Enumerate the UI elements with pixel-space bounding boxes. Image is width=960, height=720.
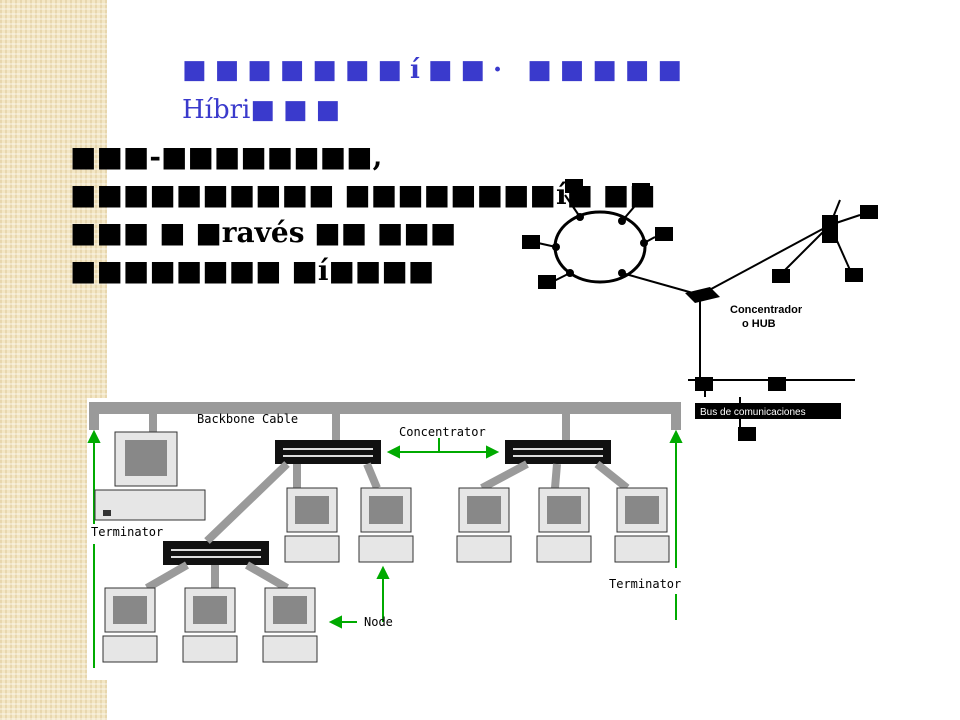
backbone-label: Backbone Cable	[197, 412, 298, 426]
body-line-3: ■■■ ■ ■ravés ■■ ■■■	[70, 216, 457, 249]
body-line-1: ■■■-■■■■■■■■,	[70, 140, 383, 173]
bus-label: Bus de comunicaciones	[700, 407, 806, 418]
slide-body: ■■■-■■■■■■■■, ■■■■■■■■■■ ■■■■■■■■í■ ■■ ■…	[70, 138, 656, 290]
computer-icon	[94, 431, 206, 521]
title-line-2: Híbri■■■	[182, 90, 690, 130]
slide-title: ■■■■■■■í■■· ■■■■■ Híbri■■■	[182, 50, 690, 130]
concentrator-label: Concentrator	[399, 425, 486, 439]
terminator-left-label: Terminator	[91, 525, 163, 539]
hybrid-topology-diagram: Concentrador o HUB Bus de comunicaciones	[522, 179, 878, 441]
title-line-1: ■■■■■■■í■■· ■■■■■	[182, 55, 690, 85]
hub-label-2: o HUB	[742, 318, 776, 330]
title-line-2-tail: ■■■	[250, 95, 349, 125]
body-line-4: ■■■■■■■■ ■í■■■■	[70, 254, 435, 287]
decorative-left-strip	[0, 0, 107, 720]
terminator-right-label: Terminator	[609, 577, 681, 591]
title-word-hibri: Híbri	[182, 95, 251, 125]
node-label: Node	[364, 615, 393, 629]
body-line-2: ■■■■■■■■■■ ■■■■■■■■í■ ■■	[70, 178, 656, 211]
backbone-network-diagram: Backbone Cable Concentrator Term	[87, 398, 687, 680]
hub-label-1: Concentrador	[730, 304, 803, 316]
